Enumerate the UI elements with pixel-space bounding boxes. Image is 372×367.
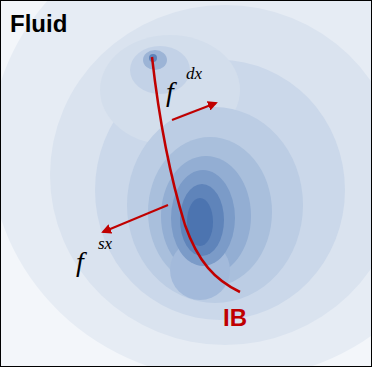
force-arrow [103, 205, 168, 232]
boundary-label: IB [223, 304, 247, 332]
force-arrow [172, 103, 216, 120]
force-superscript: sx [98, 234, 112, 254]
force-symbol: f [76, 246, 84, 278]
force-symbol: f [166, 76, 174, 108]
immersed-boundary [152, 57, 240, 292]
region-label: Fluid [10, 10, 67, 38]
force-superscript: dx [186, 64, 202, 84]
